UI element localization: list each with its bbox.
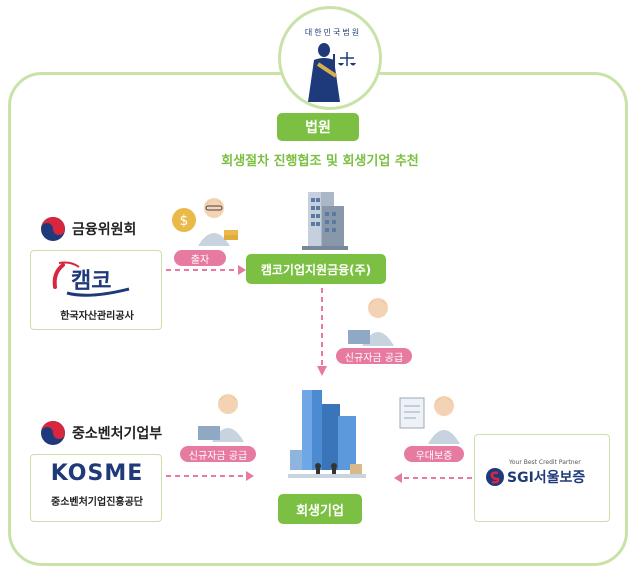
kamco-logo-mark [52, 261, 130, 297]
sgi-name: SGI서울보증 [507, 470, 586, 486]
kamco-full-name: 한국자산관리공사 [60, 311, 134, 322]
new-funds-label-center: 신규자금 공급 [344, 352, 404, 364]
kosme-full-name: 중소벤처기업진흥공단 [51, 497, 143, 508]
new-funds-pill-center: 신규자금 공급 [336, 348, 412, 364]
justice-statue-icon [308, 43, 356, 102]
kosme-logo-text: KOSME [50, 461, 144, 486]
seal-text: 대한민국법원 [304, 28, 362, 37]
mss-label: 중소벤처기업부 [72, 426, 163, 442]
fsc-label: 금융위원회 [72, 222, 137, 238]
mss-header: 중소벤처기업부 [40, 420, 162, 446]
svg-text:$: $ [180, 213, 189, 229]
investment-label: 출자 [190, 254, 210, 266]
arrow-sgi-to-company [394, 473, 472, 483]
new-funds-label-left: 신규자금 공급 [188, 450, 248, 462]
court-seal: 대한민국법원 [278, 6, 382, 110]
company-buildings-icon [288, 390, 366, 478]
funding-person-left-icon [198, 394, 244, 442]
taegeuk-icon [41, 217, 65, 241]
funding-person-center-icon [348, 298, 394, 346]
kamco-subsidiary-box: 캠코기업지원금융(주) [246, 254, 386, 284]
arrow-kosme-to-company [166, 471, 254, 481]
investment-pill: 출자 [174, 250, 226, 266]
sgi-card: Your Best Credit Partner SGI서울보증 [474, 434, 610, 522]
investor-person-icon: $ [172, 198, 238, 246]
fsc-header: 금융위원회 [40, 216, 136, 242]
kamco-subsidiary-label: 캠코기업지원금융(주) [260, 262, 372, 277]
court-box: 법원 [277, 113, 359, 141]
building-icon [302, 192, 348, 250]
arrow-kamco-to-subsidiary [166, 265, 246, 275]
sgi-tagline: Your Best Credit Partner [509, 459, 581, 466]
court-subtitle: 회생절차 진행협조 및 회생기업 추천 [221, 154, 419, 169]
new-funds-pill-left: 신규자금 공급 [180, 446, 256, 462]
court-label: 법원 [305, 120, 331, 136]
kosme-card: KOSME 중소벤처기업진흥공단 [30, 454, 162, 522]
target-company-box: 회생기업 [278, 494, 362, 524]
guarantee-label: 우대보증 [415, 450, 453, 462]
guarantee-person-icon [399, 396, 460, 444]
kamco-logo-text: 캠코 [71, 269, 112, 294]
sgi-logo-icon [486, 468, 504, 486]
arrow-subsidiary-to-company [317, 288, 327, 376]
target-company-label: 회생기업 [296, 503, 344, 519]
guarantee-pill: 우대보증 [404, 446, 464, 462]
taegeuk-icon [41, 421, 65, 445]
kamco-card: 캠코 한국자산관리공사 [30, 250, 162, 330]
